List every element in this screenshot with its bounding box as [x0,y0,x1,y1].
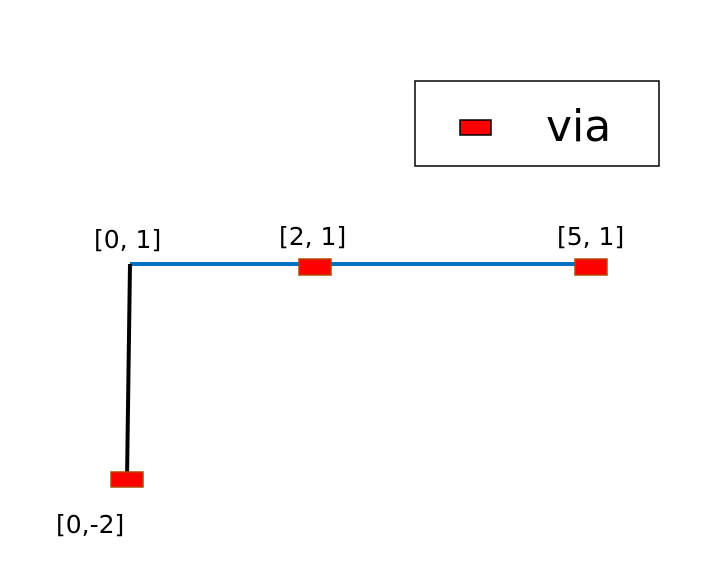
coordinate-labels: [0, 1] [2, 1] [5, 1] [0,-2] [56,222,624,539]
wires [125,262,577,480]
legend-box [414,80,660,167]
legend: via [414,80,660,167]
node-label-5-1: [5, 1] [557,222,624,251]
via-marker-2-1 [298,258,332,276]
via-marker-5-1 [574,258,608,276]
legend-via-swatch-icon [459,119,492,136]
vertical-wire [125,263,132,480]
node-label-0-1: [0, 1] [94,225,161,254]
via-marker-0-neg2 [110,471,144,488]
legend-label: via [546,101,611,152]
node-label-0-neg2: [0,-2] [56,510,124,539]
node-label-2-1: [2, 1] [279,222,346,251]
vias [110,258,608,488]
